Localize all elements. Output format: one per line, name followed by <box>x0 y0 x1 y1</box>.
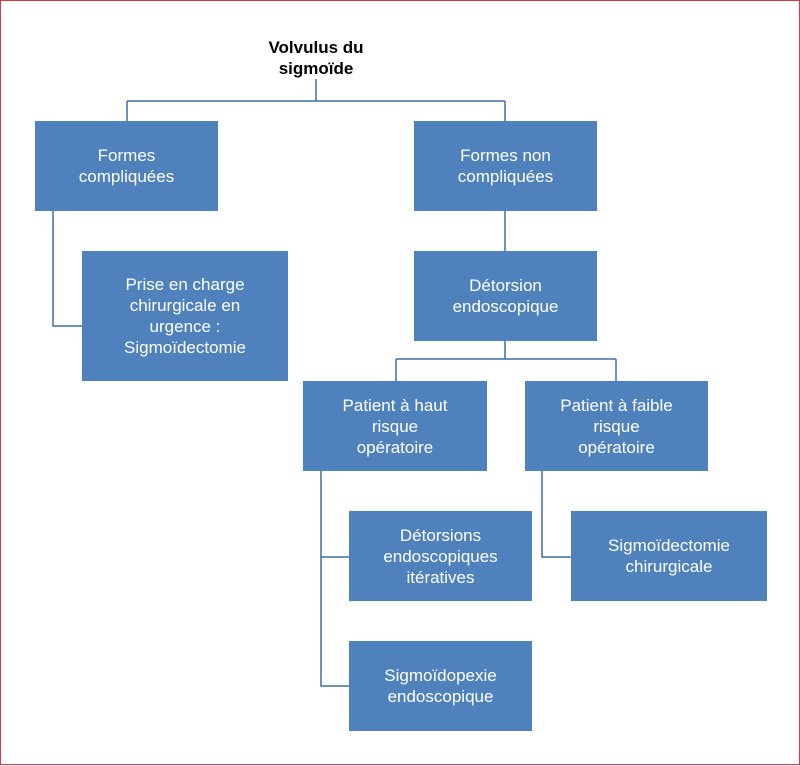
connector-lowrisk-to-sigmoidectomy <box>541 471 572 558</box>
node-sigmoidopexie: Sigmoïdopexie endoscopique <box>349 641 532 731</box>
node-label: Sigmoïdectomie chirurgicale <box>608 536 730 576</box>
connector-highrisk-children <box>320 471 350 687</box>
node-formes-non-compliquees: Formes non compliquées <box>414 121 597 211</box>
root-title: Volvulus du sigmoïde <box>268 38 364 78</box>
node-patient-haut-risque: Patient à haut risque opératoire <box>303 381 487 471</box>
node-label: Détorsion endoscopique <box>452 276 559 316</box>
node-detorsion-endoscopique: Détorsion endoscopique <box>414 251 597 341</box>
connector-root-split <box>126 79 506 121</box>
node-label: Patient à faible risque opératoire <box>560 395 673 457</box>
node-label: Sigmoïdopexie endoscopique <box>384 666 497 706</box>
node-label: Formes compliquées <box>78 146 175 186</box>
node-label: Formes non compliquées <box>457 146 554 186</box>
node-label: Prise en charge chirurgicale en urgence … <box>124 275 246 357</box>
node-sigmoidectomie-chirurgicale: Sigmoïdectomie chirurgicale <box>571 511 767 601</box>
node-label: Détorsions endoscopiques itératives <box>383 525 498 587</box>
node-patient-faible-risque: Patient à faible risque opératoire <box>525 381 708 471</box>
connector-detorsion-split <box>395 341 617 381</box>
node-prise-en-charge: Prise en charge chirurgicale en urgence … <box>82 251 288 381</box>
node-formes-compliquees: Formes compliquées <box>35 121 218 211</box>
connector-complicated-to-surgery <box>52 211 83 327</box>
node-label: Patient à haut risque opératoire <box>342 395 448 457</box>
node-detorsions-iteratives: Détorsions endoscopiques itératives <box>349 511 532 601</box>
